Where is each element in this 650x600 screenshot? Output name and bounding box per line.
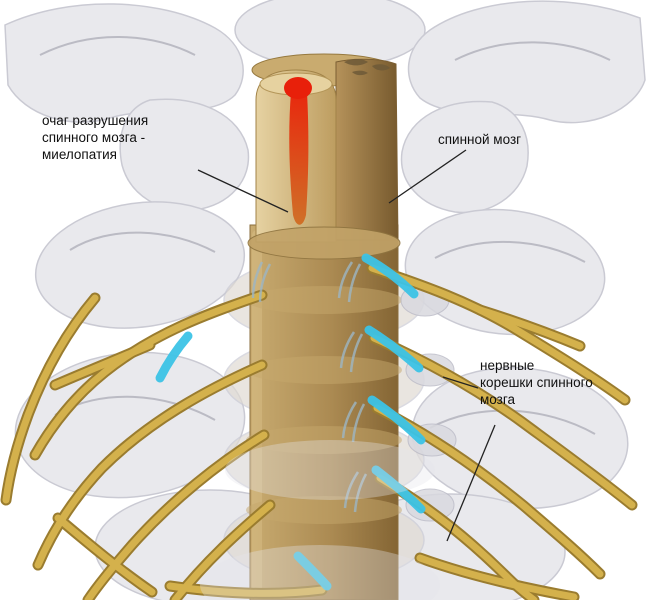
pointer-cord [388,149,467,204]
label-myelopathy-lesion: очаг разрушения спинного мозга - миелопа… [42,112,148,163]
bone-rim-cracks [344,59,390,76]
label-lesion-line3: миелопатия [42,147,117,162]
cyan-root-highlights [155,253,426,591]
label-roots-line1: нервные [480,358,535,373]
label-lesion-line1: очаг разрушения [42,113,149,128]
pointer-lines [197,149,496,542]
front-bone-wash [200,440,440,600]
label-roots-line2: корешки спинного [480,375,593,390]
label-spinal-cord: спинной мозг [438,131,521,148]
pointer-roots-lower [446,424,496,542]
lesion-focus [284,77,312,99]
pointer-lesion [197,169,289,213]
rootlet-fans [251,261,368,513]
spinal-cord-column [246,53,402,600]
label-nerve-roots: нервные корешки спинного мозга [480,357,593,408]
label-roots-line3: мозга [480,392,515,407]
lesion-marker [284,77,312,225]
label-lesion-line2: спинного мозга - [42,130,146,145]
pointer-roots-upper [442,376,479,389]
label-cord-text: спинной мозг [438,132,522,147]
